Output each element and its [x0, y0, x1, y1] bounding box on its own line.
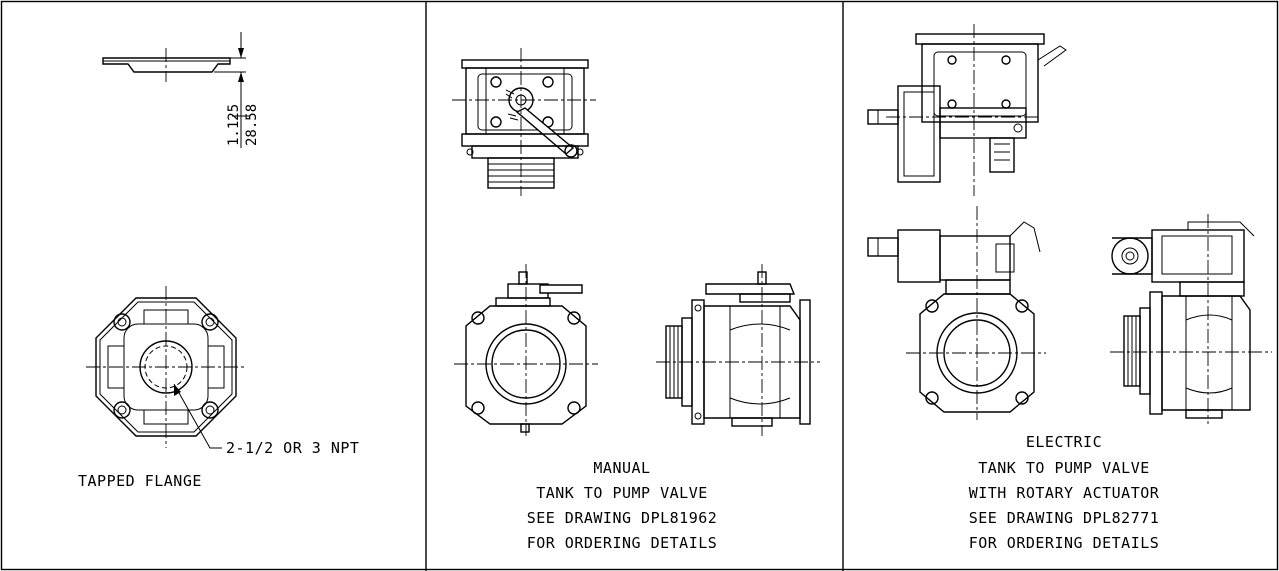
flange-side-view	[102, 32, 250, 148]
electric-valve-top-view	[867, 24, 1067, 196]
electric-caption-line-3: WITH ROTARY ACTUATOR	[969, 484, 1160, 502]
flange-caption: TAPPED FLANGE	[78, 472, 202, 490]
dimension-millimeters: 28.58	[244, 104, 260, 146]
manual-valve-top-view	[452, 48, 596, 196]
manual-valve-front-view	[454, 264, 598, 436]
manual-valve-side-view	[656, 264, 820, 436]
electric-caption-line-5: FOR ORDERING DETAILS	[969, 534, 1160, 552]
electric-valve-side-view	[1110, 214, 1272, 424]
electric-caption-line-4: SEE DRAWING DPL82771	[969, 509, 1160, 527]
dimension-inches: 1.125	[226, 104, 242, 146]
electric-caption-line-2: TANK TO PUMP VALVE	[978, 459, 1150, 477]
manual-caption-line-2: TANK TO PUMP VALVE	[536, 484, 708, 502]
manual-caption-line-3: SEE DRAWING DPL81962	[527, 509, 718, 527]
electric-caption-line-1: ELECTRIC	[1026, 433, 1102, 451]
flange-front-view	[86, 286, 246, 449]
manual-caption-line-4: FOR ORDERING DETAILS	[527, 534, 718, 552]
electric-valve-front-view	[867, 206, 1046, 420]
npt-callout: 2-1/2 OR 3 NPT	[226, 439, 359, 457]
manual-caption-line-1: MANUAL	[593, 459, 650, 477]
